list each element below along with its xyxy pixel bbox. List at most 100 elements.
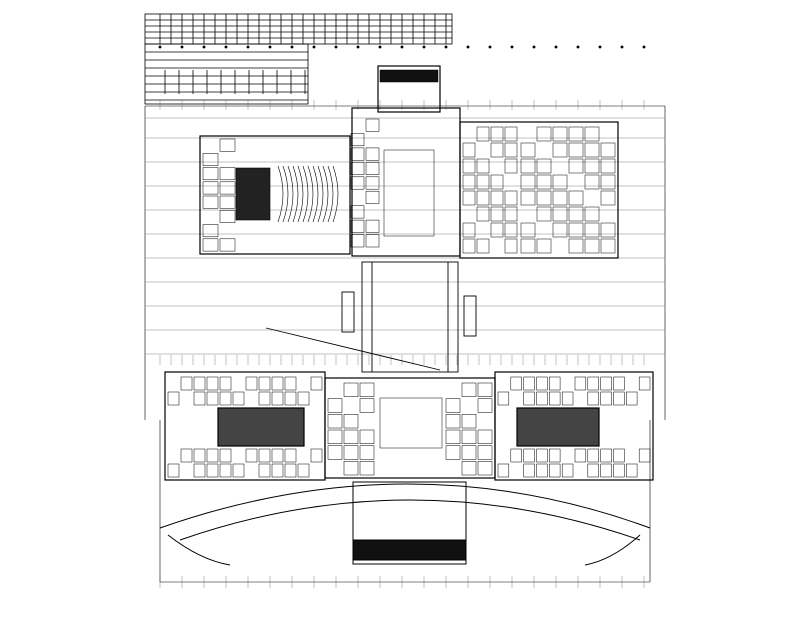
room — [476, 190, 490, 206]
room — [504, 158, 518, 174]
room — [584, 206, 600, 222]
room — [536, 391, 548, 406]
room — [271, 376, 284, 391]
room — [219, 167, 236, 181]
room — [552, 190, 568, 206]
room — [258, 448, 271, 463]
grid-marker — [268, 45, 272, 49]
room — [202, 224, 219, 238]
room — [284, 376, 297, 391]
room — [574, 376, 587, 391]
room — [350, 176, 365, 190]
grid-marker — [620, 45, 624, 49]
room — [271, 448, 284, 463]
room — [613, 376, 625, 391]
grid-marker — [510, 45, 514, 49]
grid-marker — [334, 45, 338, 49]
room — [462, 190, 476, 206]
room — [327, 398, 343, 413]
room — [561, 463, 574, 478]
room — [536, 158, 552, 174]
grid-marker — [532, 45, 536, 49]
room — [202, 181, 219, 195]
room — [365, 190, 380, 204]
room — [600, 376, 612, 391]
room — [520, 142, 536, 158]
room — [510, 448, 522, 463]
seat-row — [292, 165, 299, 223]
grid-marker — [642, 45, 646, 49]
room — [180, 448, 193, 463]
room — [284, 448, 297, 463]
room — [245, 448, 258, 463]
grid-marker — [180, 45, 184, 49]
room — [271, 463, 284, 478]
room — [600, 238, 616, 254]
room — [202, 167, 219, 181]
room — [219, 391, 232, 406]
room — [461, 429, 477, 444]
room — [445, 429, 461, 444]
room — [497, 391, 510, 406]
room — [202, 153, 219, 166]
grid-marker — [202, 45, 206, 49]
room — [343, 429, 359, 444]
room — [359, 382, 375, 397]
room — [504, 142, 518, 158]
room — [504, 222, 518, 238]
grid-marker — [356, 45, 360, 49]
room — [477, 398, 493, 413]
room — [504, 238, 518, 254]
room — [476, 174, 490, 190]
room — [365, 219, 380, 233]
grid-marker — [158, 45, 162, 49]
room — [490, 206, 504, 222]
room — [520, 238, 536, 254]
room — [587, 448, 599, 463]
room — [297, 463, 310, 478]
room — [584, 126, 600, 142]
seat-row — [277, 165, 284, 223]
room — [549, 391, 561, 406]
room — [232, 391, 245, 406]
auditorium-block — [235, 165, 339, 223]
room — [202, 195, 219, 209]
grid-marker — [400, 45, 404, 49]
grid-marker — [312, 45, 316, 49]
room — [536, 448, 548, 463]
room — [600, 158, 616, 174]
room — [462, 174, 476, 190]
seat-row — [327, 165, 334, 223]
room — [536, 126, 552, 142]
room — [600, 391, 612, 406]
room — [445, 398, 461, 413]
room — [232, 463, 245, 478]
room — [343, 445, 359, 460]
room — [461, 461, 477, 476]
room — [568, 126, 584, 142]
room — [552, 206, 568, 222]
room — [219, 463, 232, 478]
room — [574, 448, 587, 463]
room — [584, 222, 600, 238]
room — [365, 176, 380, 190]
room — [219, 210, 236, 223]
room — [167, 463, 180, 478]
seat-row — [312, 165, 319, 223]
room — [568, 238, 584, 254]
room — [297, 391, 310, 406]
room — [549, 463, 561, 478]
room — [626, 391, 638, 406]
room — [343, 461, 359, 476]
room — [359, 398, 375, 413]
room — [520, 222, 536, 238]
room — [310, 448, 323, 463]
room — [504, 206, 518, 222]
room — [584, 238, 600, 254]
central-hall — [379, 397, 443, 449]
room — [359, 461, 375, 476]
room — [206, 463, 219, 478]
seat-row — [317, 165, 324, 223]
room — [219, 376, 232, 391]
